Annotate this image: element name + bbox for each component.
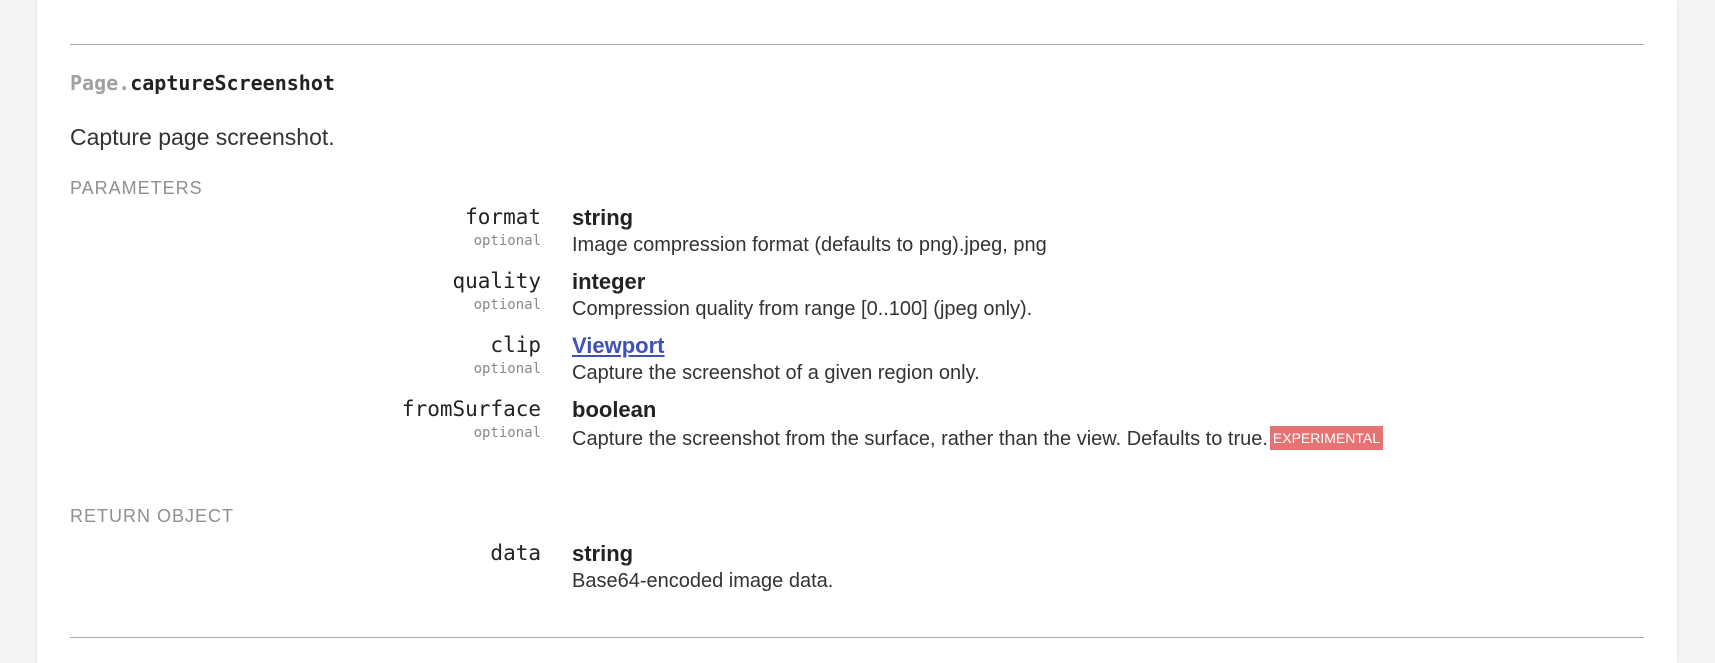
param-type: boolean [572,397,657,422]
return-row-data: data string Base64-encoded image data. [37,541,1677,601]
param-description: Image compression format (defaults to pn… [572,234,1047,256]
param-optional: optional [473,233,541,249]
return-object-heading: RETURN OBJECT [70,506,235,526]
param-description: Compression quality from range [0..100] … [572,298,1033,320]
method-card: Page.captureScreenshot Capture page scre… [37,0,1677,663]
param-row-clip: clip optional Viewport Capture the scree… [37,333,1677,393]
viewport-type-link[interactable]: Viewport [572,333,665,358]
divider-bottom [70,637,1644,638]
method-description: Capture page screenshot. [70,124,335,150]
return-description: Base64-encoded image data. [572,570,834,592]
return-name: data [490,541,541,565]
param-name: fromSurface [401,397,541,421]
param-row-quality: quality optional integer Compression qua… [37,269,1677,329]
param-description: Capture the screenshot of a given region… [572,362,980,384]
param-type: string [572,205,634,230]
param-description: Capture the screenshot from the surface,… [572,428,1268,450]
parameters-heading: PARAMETERS [70,178,203,198]
param-name: quality [452,269,541,293]
param-optional: optional [473,297,541,313]
method-name: captureScreenshot [130,71,335,95]
return-type: string [572,541,634,566]
param-name: format [465,205,541,229]
method-title: Page.captureScreenshot [70,71,335,95]
param-type: integer [572,269,646,294]
method-domain: Page. [70,71,131,95]
divider-top [70,44,1644,45]
param-description-row: Capture the screenshot from the surface,… [572,426,1384,451]
param-row-fromSurface: fromSurface optional boolean Capture the… [37,397,1677,457]
param-row-format: format optional string Image compression… [37,205,1677,265]
param-optional: optional [473,361,541,377]
param-name: clip [490,333,541,357]
experimental-badge: EXPERIMENTAL [1269,426,1384,450]
param-optional: optional [473,425,541,441]
